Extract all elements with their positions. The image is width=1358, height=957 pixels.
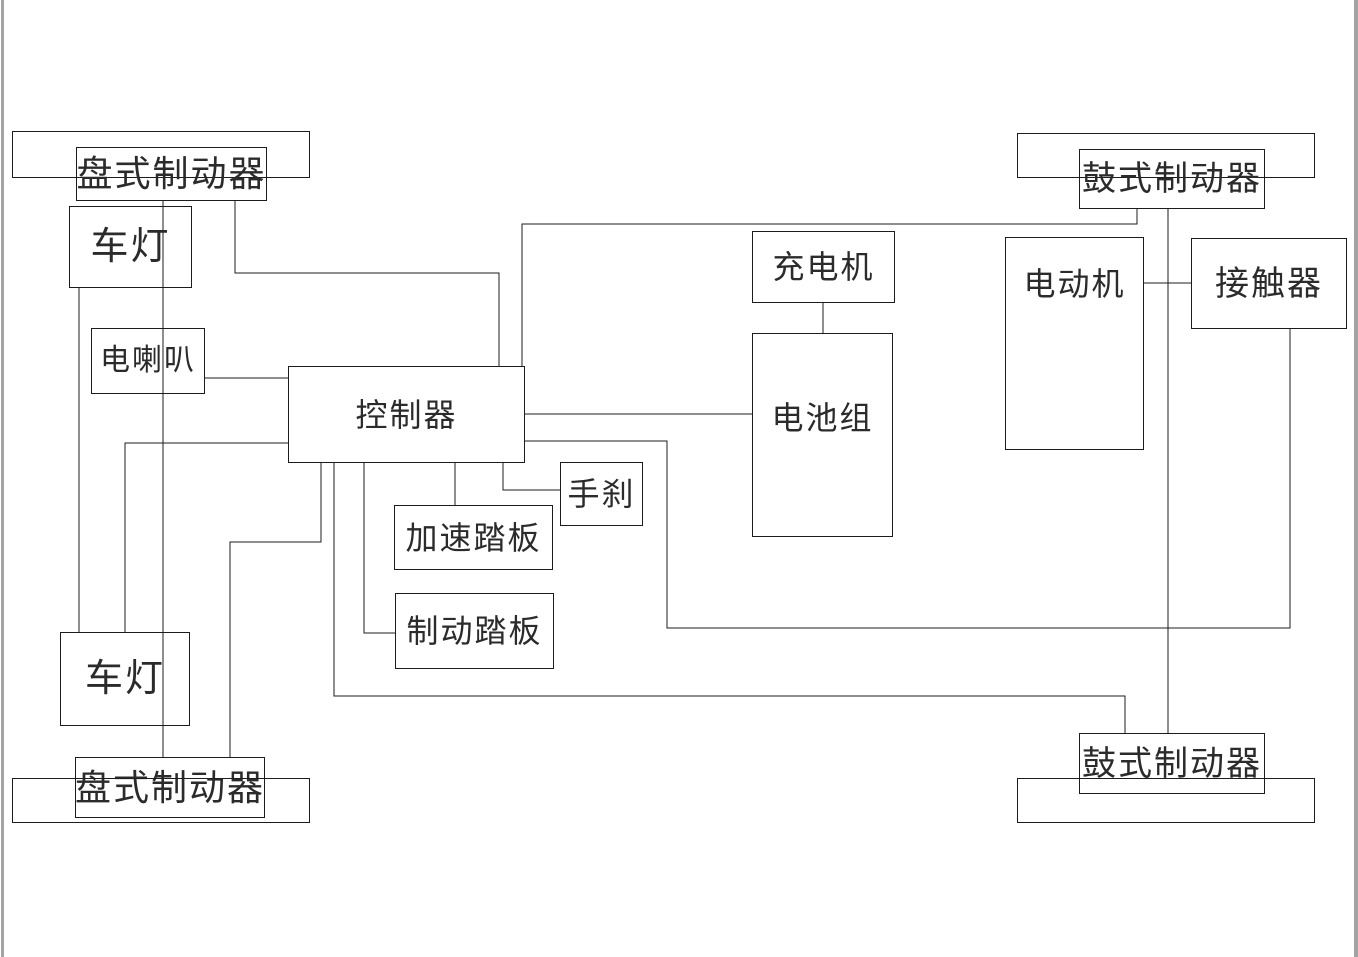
window-edge-left xyxy=(1,0,4,957)
wire-controller-to-disc-bottom xyxy=(229,463,322,757)
node-label: 车灯 xyxy=(90,226,171,268)
wheel-box-top-left xyxy=(12,131,310,178)
wire-controller-to-headlight-bottom xyxy=(124,442,288,632)
node-label: 鼓式制动器 xyxy=(1082,744,1262,783)
node-label: 充电机 xyxy=(772,249,875,285)
node-label: 鼓式制动器 xyxy=(1082,160,1262,198)
node-handbrake: 手刹 xyxy=(560,462,643,526)
node-motor: 电动机 xyxy=(1005,237,1144,450)
node-horn: 电喇叭 xyxy=(91,328,205,394)
wire-controller-to-brake-pedal xyxy=(363,463,395,634)
node-label: 接触器 xyxy=(1215,264,1323,303)
node-label: 电池组 xyxy=(771,400,874,436)
wire-controller-to-drum-bottom xyxy=(333,463,1126,733)
window-edge-right xyxy=(1354,0,1358,957)
wheel-box-bottom-right xyxy=(1017,778,1315,823)
node-label: 控制器 xyxy=(355,396,458,433)
node-label: 手刹 xyxy=(567,476,636,512)
node-label: 电动机 xyxy=(1023,266,1126,302)
node-drum-brake-top: 鼓式制动器 xyxy=(1079,149,1265,209)
wire-disc-top-to-controller xyxy=(234,201,500,366)
node-drum-brake-bottom: 鼓式制动器 xyxy=(1079,733,1265,794)
wheel-box-bottom-left xyxy=(12,778,310,823)
node-disc-brake-top: 盘式制动器 xyxy=(76,147,267,201)
wheel-box-top-right xyxy=(1017,133,1315,178)
node-disc-brake-bottom: 盘式制动器 xyxy=(75,757,265,818)
node-contactor: 接触器 xyxy=(1191,238,1347,329)
node-charger: 充电机 xyxy=(752,231,895,303)
node-battery-pack: 电池组 xyxy=(752,333,893,537)
node-label: 盘式制动器 xyxy=(75,766,266,808)
node-label: 盘式制动器 xyxy=(76,153,267,194)
node-brake-pedal: 制动踏板 xyxy=(395,593,554,669)
node-label: 加速踏板 xyxy=(405,519,542,556)
node-accelerator-pedal: 加速踏板 xyxy=(394,505,553,570)
node-headlight-bottom: 车灯 xyxy=(60,632,190,726)
node-label: 车灯 xyxy=(84,658,165,700)
node-label: 制动踏板 xyxy=(406,613,543,649)
node-controller: 控制器 xyxy=(288,366,525,463)
wire-controller-to-handbrake xyxy=(502,463,560,491)
node-label: 电喇叭 xyxy=(100,344,196,377)
wire-drum-top-to-controller xyxy=(521,209,1138,366)
wire-controller-to-contactor xyxy=(525,329,1291,629)
node-headlight-top: 车灯 xyxy=(69,206,192,288)
